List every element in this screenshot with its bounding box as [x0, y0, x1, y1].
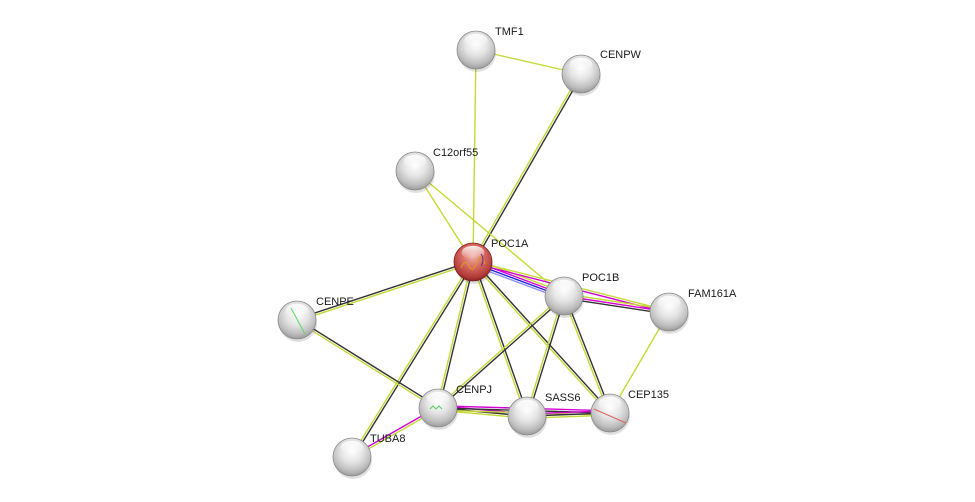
node-tuba8[interactable]: TUBA8 — [332, 433, 405, 479]
edge-line-coexpression — [473, 260, 612, 413]
node-highlight — [657, 295, 681, 310]
node-label: FAM161A — [688, 288, 737, 300]
structure-icon — [593, 408, 627, 424]
node-label: POC1A — [491, 238, 529, 250]
edge-line-coexpression — [296, 260, 473, 320]
edge-poc1b-cenpj[interactable] — [436, 294, 566, 410]
node-highlight — [569, 57, 593, 72]
edge-line-coexpression — [438, 262, 475, 409]
edge-line-textmining — [436, 261, 473, 408]
edge-poc1b-sass6[interactable] — [525, 295, 566, 417]
node-highlight — [403, 154, 427, 169]
edge-line-coexpression — [297, 318, 439, 408]
node-label: TMF1 — [495, 26, 524, 38]
edge-line-textmining — [472, 49, 477, 263]
node-label: CENPE — [316, 296, 354, 308]
node-cenpj[interactable]: CENPJ — [418, 384, 492, 430]
edge-line-textmining — [350, 261, 473, 457]
node-c12orf55[interactable]: C12orf55 — [395, 147, 478, 193]
node-label: SASS6 — [545, 392, 580, 404]
edge-tmf1-poc1a[interactable] — [472, 49, 477, 263]
node-label: C12orf55 — [433, 147, 478, 159]
node-label: CENPW — [600, 49, 642, 61]
edge-cenpe-cenpj[interactable] — [296, 318, 439, 410]
edge-line-coexpression — [352, 262, 475, 458]
edge-poc1a-sass6[interactable] — [471, 261, 529, 417]
edge-line-coexpression — [473, 261, 529, 416]
edge-line-textmining — [609, 311, 670, 414]
node-highlight — [464, 33, 488, 48]
edge-cenpw-poc1a[interactable] — [471, 73, 583, 263]
node-poc1a[interactable]: POC1A — [453, 238, 529, 284]
edge-poc1a-cep135[interactable] — [471, 260, 612, 415]
edge-line-textmining — [562, 296, 610, 414]
structure-icon — [290, 307, 306, 335]
edge-line-textmining — [471, 262, 527, 417]
edge-line-textmining — [471, 73, 581, 262]
edge-poc1b-cep135[interactable] — [562, 295, 612, 414]
structure-icon — [429, 405, 443, 410]
edge-c12orf55-poc1b[interactable] — [414, 170, 565, 297]
structure-icon — [480, 253, 484, 267]
node-label: TUBA8 — [370, 433, 405, 445]
node-cenpe[interactable]: CENPE — [277, 296, 354, 342]
node-highlight — [285, 303, 309, 318]
node-highlight — [598, 396, 622, 411]
node-fam161a[interactable]: FAM161A — [649, 288, 737, 334]
node-highlight — [340, 440, 364, 455]
node-cenpw[interactable]: CENPW — [561, 49, 642, 96]
node-highlight — [426, 391, 450, 406]
edge-line-textmining — [525, 295, 564, 416]
edge-line-textmining — [414, 170, 565, 297]
edge-line-coexpression — [527, 296, 566, 417]
edge-fam161a-cep135[interactable] — [609, 311, 670, 414]
edge-poc1a-cenpj[interactable] — [436, 261, 475, 409]
node-label: CEP135 — [628, 389, 669, 401]
node-tmf1[interactable]: TMF1 — [456, 26, 524, 72]
edge-line-textmining — [296, 320, 438, 410]
edge-line-coexpression — [473, 74, 583, 263]
node-highlight — [552, 279, 576, 294]
edge-line-textmining — [471, 262, 610, 415]
edge-poc1a-tuba8[interactable] — [350, 261, 475, 458]
structure-icon — [460, 256, 486, 270]
node-sass6[interactable]: SASS6 — [507, 392, 580, 438]
edge-line-coexpression — [564, 295, 612, 413]
node-cep135[interactable]: CEP135 — [590, 389, 669, 435]
node-poc1b[interactable]: POC1B — [544, 272, 619, 318]
edge-line-textmining — [297, 262, 474, 322]
node-label: POC1B — [582, 272, 619, 284]
edge-line-coexpression — [438, 296, 566, 410]
edge-poc1a-cenpe[interactable] — [296, 260, 474, 322]
edge-line-textmining — [436, 294, 564, 408]
node-highlight — [515, 399, 539, 414]
node-highlight — [461, 245, 485, 260]
node-label: CENPJ — [456, 384, 492, 396]
